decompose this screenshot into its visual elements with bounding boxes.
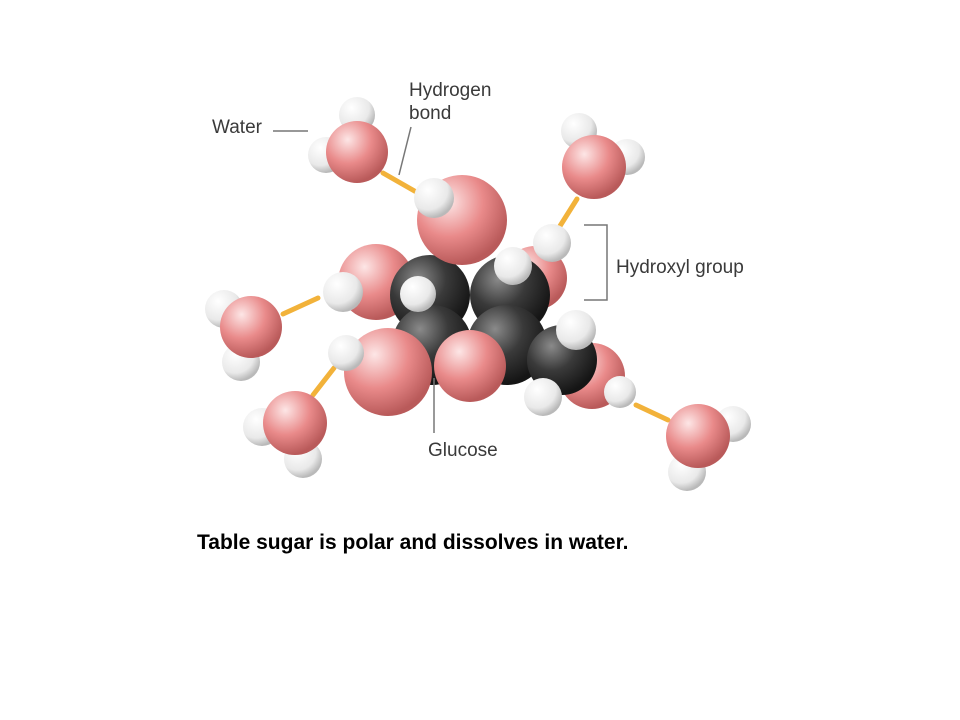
hydrogen-atom bbox=[400, 276, 436, 312]
water-molecule bbox=[308, 97, 388, 183]
water-molecule bbox=[243, 391, 327, 478]
glucose-water-diagram: Water Hydrogen bond Hydroxyl group Gluco… bbox=[205, 80, 751, 491]
hydrogen-atom bbox=[556, 310, 596, 350]
hydrogen-bond-line bbox=[557, 196, 580, 229]
oxygen-atom bbox=[263, 391, 327, 455]
hydrogen-atom bbox=[328, 335, 364, 371]
hydroxyl-bracket bbox=[584, 224, 608, 301]
caption: Table sugar is polar and dissolves in wa… bbox=[197, 531, 629, 554]
water-label: Water bbox=[212, 117, 263, 138]
hydrogen-bond-line bbox=[633, 402, 671, 423]
oxygen-atom bbox=[326, 121, 388, 183]
oxygen-atom bbox=[344, 328, 432, 416]
hydrogen-atom bbox=[414, 178, 454, 218]
water-molecule bbox=[205, 290, 282, 381]
oxygen-atom bbox=[434, 330, 506, 402]
hydrogen-atom bbox=[323, 272, 363, 312]
hydrogen-bond-leader-line bbox=[398, 126, 412, 176]
oxygen-atom bbox=[220, 296, 282, 358]
hydrogen-atom bbox=[524, 378, 562, 416]
hydrogen-bond-label-line2: bond bbox=[409, 103, 451, 124]
hydrogen-atom bbox=[494, 247, 532, 285]
hydrogen-bond-line bbox=[310, 365, 337, 398]
hydrogen-atom bbox=[533, 224, 571, 262]
hydrogen-bond-label-line1: Hydrogen bbox=[409, 80, 491, 101]
hydrogen-atom bbox=[604, 376, 636, 408]
hydroxyl-group-label: Hydroxyl group bbox=[616, 257, 744, 278]
water-molecule bbox=[561, 113, 645, 199]
hydrogen-bonds bbox=[280, 170, 671, 423]
water-molecule bbox=[666, 404, 751, 491]
glucose-label: Glucose bbox=[428, 440, 498, 461]
leader-lines bbox=[273, 126, 608, 433]
oxygen-atom bbox=[666, 404, 730, 468]
glucose-molecule bbox=[323, 175, 636, 416]
oxygen-atom bbox=[562, 135, 626, 199]
hydrogen-bond-line bbox=[280, 295, 321, 317]
hydrogen-bond-line bbox=[380, 170, 421, 196]
